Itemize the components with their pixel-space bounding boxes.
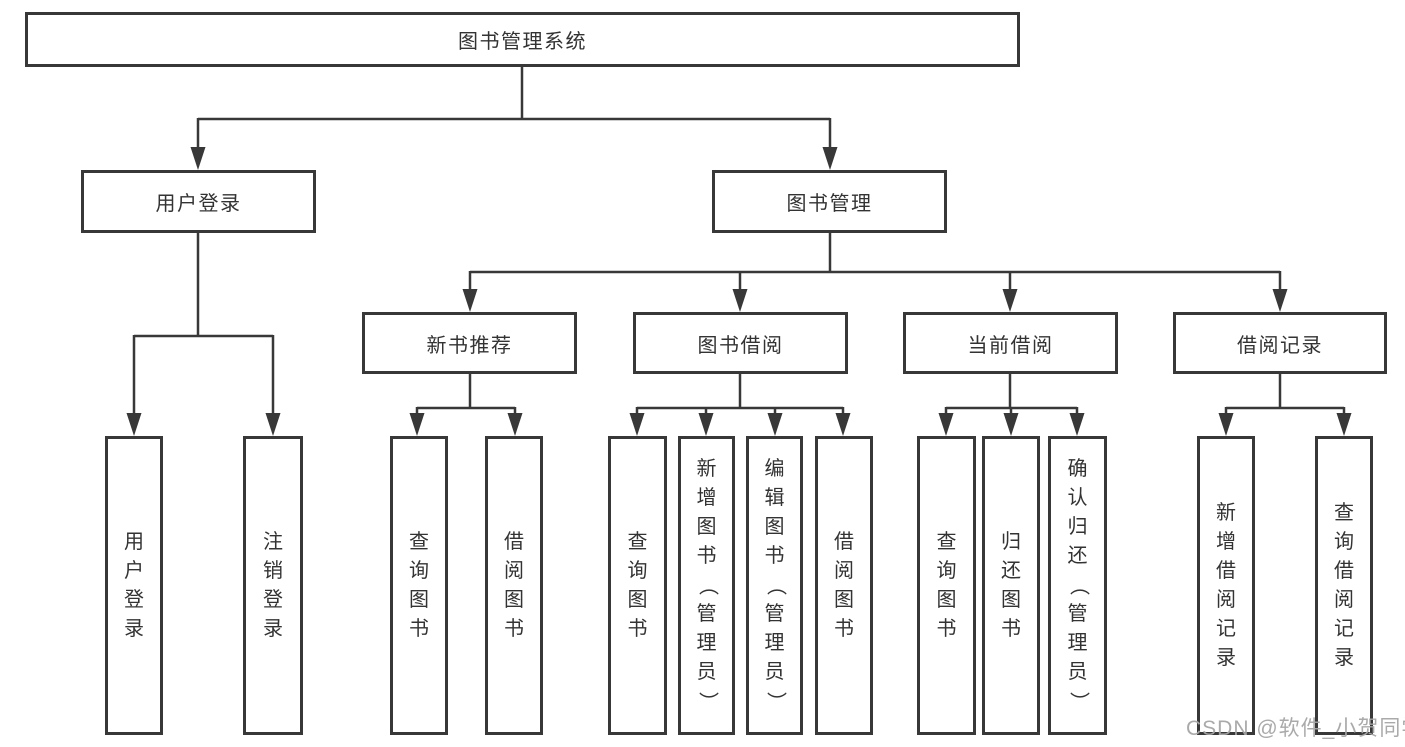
leaf-query-books-current: 查询图书 bbox=[917, 436, 976, 735]
node-borrow-records: 借阅记录 bbox=[1173, 312, 1387, 374]
leaf-borrow-books-borrowing: 借阅图书 bbox=[815, 436, 873, 735]
leaf-borrow-books-recommend: 借阅图书 bbox=[485, 436, 543, 735]
leaf-return-books: 归还图书 bbox=[982, 436, 1040, 735]
node-new-book-recommend: 新书推荐 bbox=[362, 312, 577, 374]
node-book-borrowing: 图书借阅 bbox=[633, 312, 848, 374]
leaf-query-books-recommend: 查询图书 bbox=[390, 436, 448, 735]
leaf-user-login: 用户登录 bbox=[105, 436, 163, 735]
node-user-login: 用户登录 bbox=[81, 170, 316, 233]
leaf-add-borrow-record: 新增借阅记录 bbox=[1197, 436, 1255, 735]
leaf-logout: 注销登录 bbox=[243, 436, 303, 735]
leaf-query-books-borrowing: 查询图书 bbox=[608, 436, 667, 735]
leaf-query-borrow-record: 查询借阅记录 bbox=[1315, 436, 1373, 735]
leaf-confirm-return-admin: 确认归还（管理员） bbox=[1048, 436, 1107, 735]
node-book-management: 图书管理 bbox=[712, 170, 947, 233]
leaf-edit-book-admin: 编辑图书（管理员） bbox=[746, 436, 803, 735]
node-current-borrowing: 当前借阅 bbox=[903, 312, 1118, 374]
leaf-add-book-admin: 新增图书（管理员） bbox=[678, 436, 735, 735]
node-library-system: 图书管理系统 bbox=[25, 12, 1020, 67]
csdn-watermark: CSDN @软件_小贺同学 bbox=[1186, 717, 1405, 740]
